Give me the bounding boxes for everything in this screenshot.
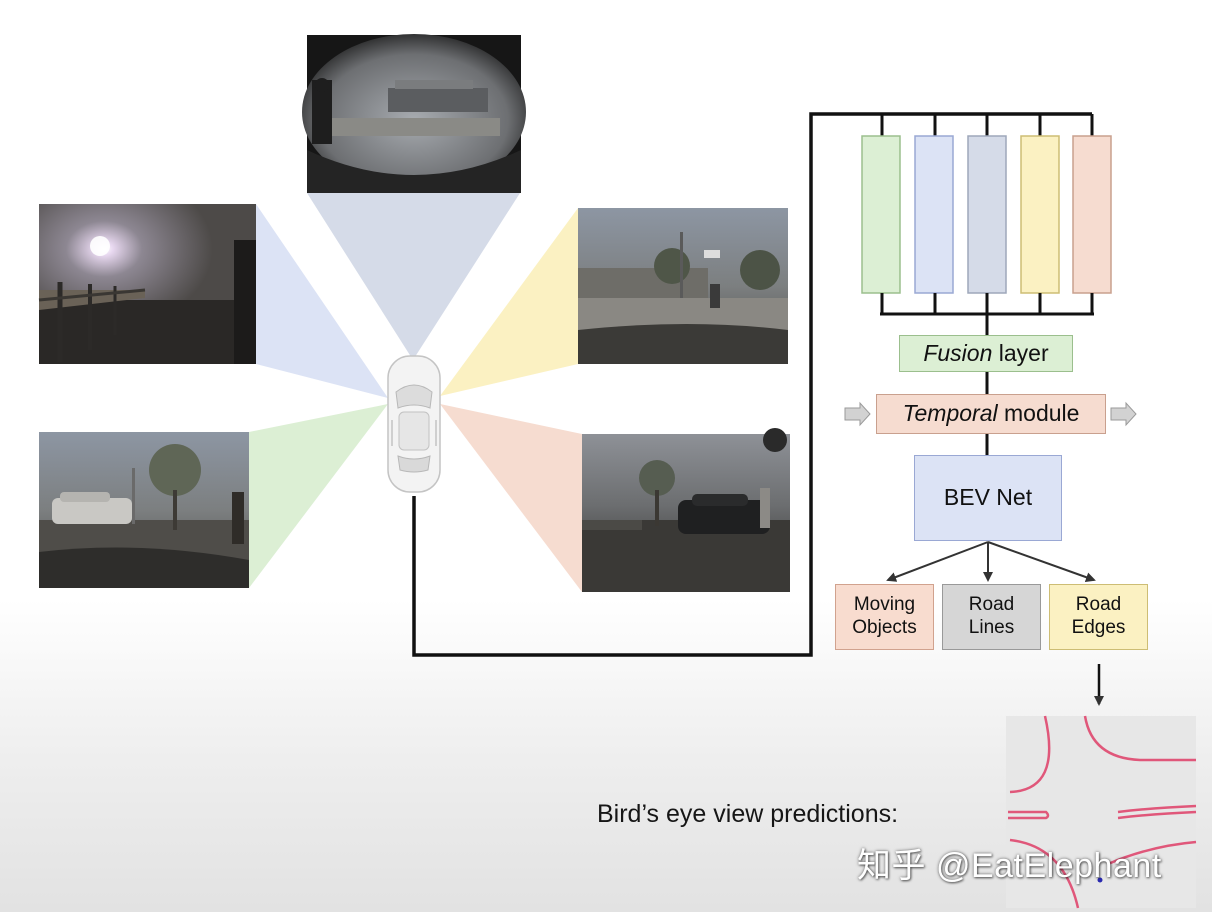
watermark: 知乎 @EatElephant [857,847,1162,885]
fov-wedge-right-front [440,208,578,396]
output-moving-objects: Moving Objects [835,584,934,650]
fusion-italic: Fusion [923,339,993,366]
temporal-rest: module [997,400,1080,427]
fov-wedge-left-front [256,204,388,398]
connector-bracket [412,112,1092,657]
car-topview-icon [387,355,441,493]
output-road-lines: Road Lines [942,584,1041,650]
camera-image-left-rear [39,432,249,588]
bev-prediction-map [1006,715,1197,909]
output-road-edges: Road Edges [1049,584,1148,650]
gray-arrow-icon [844,401,1137,427]
feature-column-peach [1072,135,1112,294]
fov-wedge-front [307,193,520,360]
bev-caption: Bird’s eye view predictions: [597,800,899,828]
feature-column-blue [914,135,954,294]
camera-image-left-front [38,204,256,364]
feature-column-green [861,135,901,294]
output-arrows [886,541,1104,706]
fov-wedge-left-rear [249,404,388,588]
feature-columns [861,114,1112,316]
bev-net-box: BEV Net [914,455,1062,541]
fusion-rest: layer [992,339,1049,366]
temporal-italic: Temporal [902,400,998,427]
fusion-layer-box: Fusion layer [899,335,1073,372]
temporal-module-box: Temporal module [876,394,1106,434]
fov-wedges [249,193,582,592]
feature-column-yellow [1020,135,1060,294]
camera-image-right-rear [582,428,790,592]
fov-wedge-right-rear [440,404,582,592]
feature-column-slate [967,135,1007,294]
camera-image-front [302,34,526,193]
camera-image-right-front [578,208,788,364]
